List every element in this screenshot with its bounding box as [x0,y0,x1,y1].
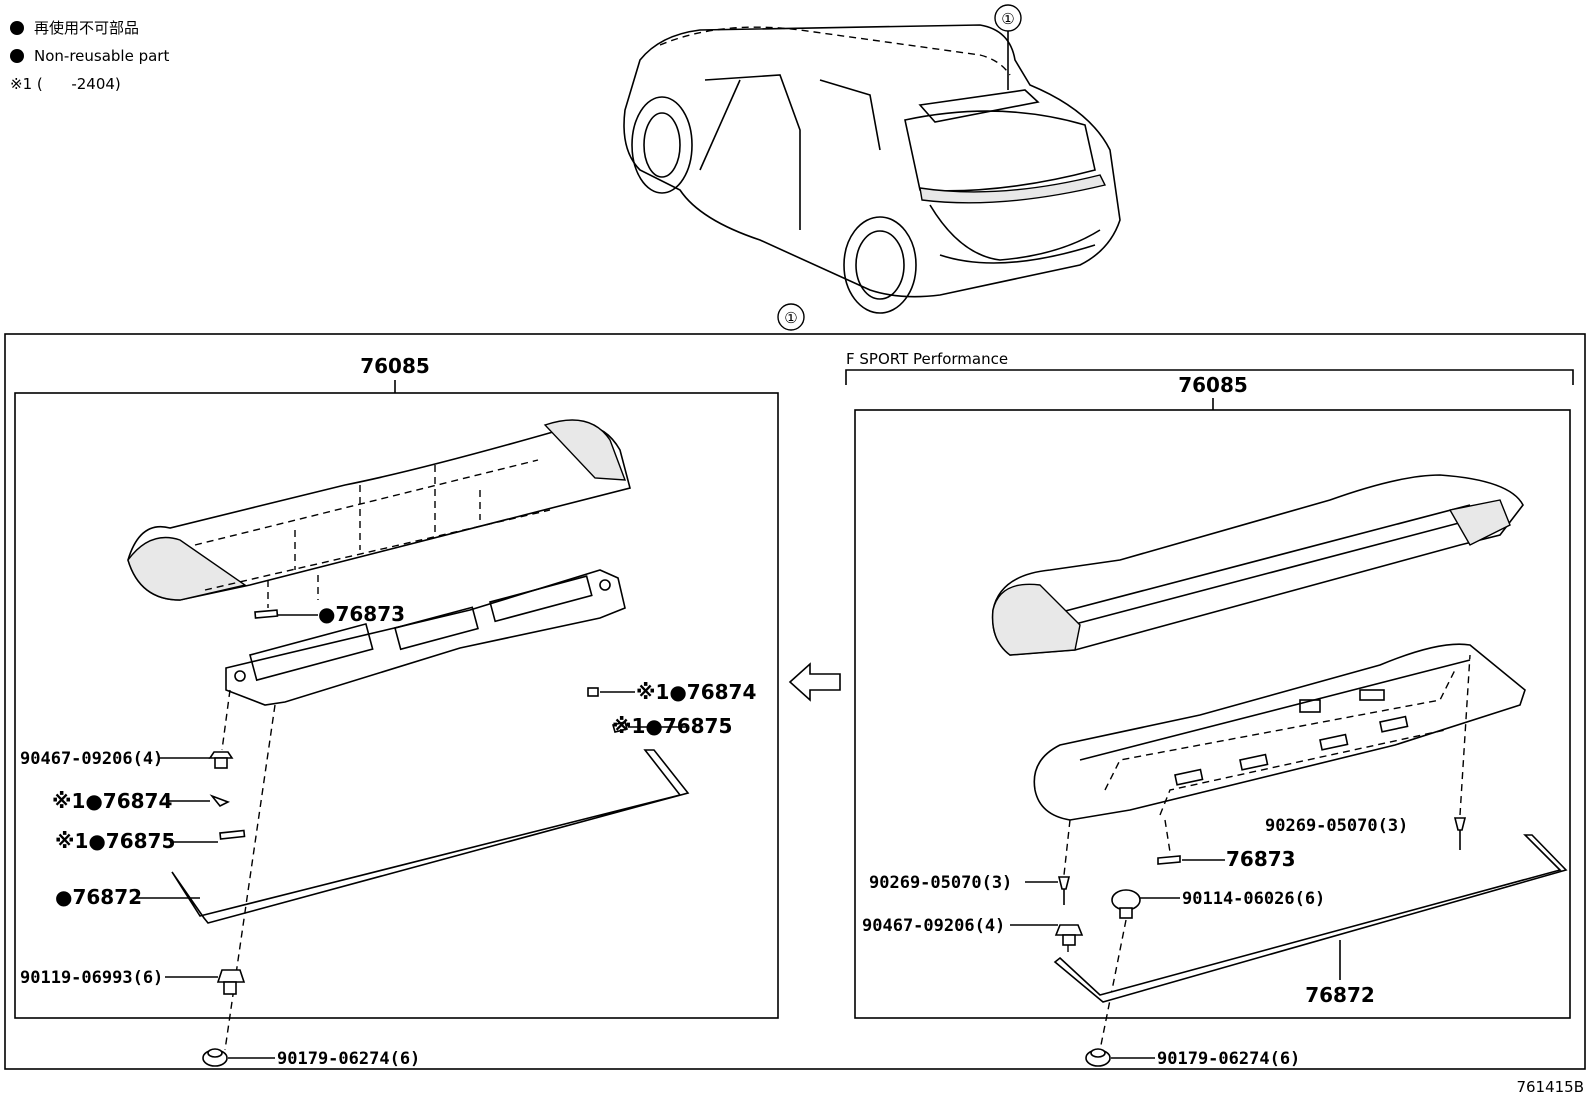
callout-detail-text: ① [784,309,797,327]
non-reusable-dot-icon [10,21,24,35]
legend-row-en: Non-reusable part [10,42,169,70]
label-90269-b: 90269-05070(3) [869,873,1012,893]
label-90179-left: 90179-06274(6) [277,1049,420,1069]
left-assembly-box [14,392,779,1019]
label-76875-right: ※1●76875 [612,714,732,738]
direction-arrow-icon [788,662,841,702]
detail-frame [4,333,1586,1070]
legend: 再使用不可部品 Non-reusable part ※1 ( -2404) [10,14,169,98]
label-76873-left: ●76873 [318,602,405,626]
right-assembly-label: 76085 [1178,373,1248,397]
legend-row-note: ※1 ( -2404) [10,70,169,98]
left-panel: 76085 [14,354,779,1069]
label-90269-a: 90269-05070(3) [1265,816,1408,836]
legend-row-jp: 再使用不可部品 [10,14,169,42]
label-90467-right: 90467-09206(4) [862,916,1005,936]
label-90114: 90114-06026(6) [1182,889,1325,909]
label-76873-right: 76873 [1226,847,1296,871]
variant-label: F SPORT Performance [846,350,1008,368]
label-76872-right: 76872 [1305,983,1375,1007]
right-base-frame [1033,643,1526,821]
callout-top-text: ① [1001,10,1014,28]
label-76872-left: ●76872 [55,885,142,909]
right-moulding [1053,834,1568,1003]
left-base-plate [225,569,626,706]
non-reusable-dot-icon [10,49,24,63]
label-90467-left: 90467-09206(4) [20,749,163,769]
figure-code: 761415B [1516,1078,1584,1096]
right-panel: F SPORT Performance 76085 [845,350,1574,1069]
label-76874-right: ※1●76874 [636,680,756,704]
legend-note: ※1 ( -2404) [10,75,121,93]
legend-text-jp: 再使用不可部品 [34,19,140,37]
callout-top: ① [994,4,1022,32]
label-90119: 90119-06993(6) [20,968,163,988]
left-assembly-label: 76085 [360,354,430,378]
vehicle-illustration [623,24,1121,314]
left-moulding [171,749,690,924]
label-90179-right: 90179-06274(6) [1157,1049,1300,1069]
label-76875-left: ※1●76875 [55,829,175,853]
spoiler-on-vehicle [918,89,1040,123]
right-assembly-box [854,409,1571,1019]
callout-detail: ① [777,303,805,331]
label-76874-left: ※1●76874 [52,789,172,813]
legend-text-en: Non-reusable part [34,47,170,65]
